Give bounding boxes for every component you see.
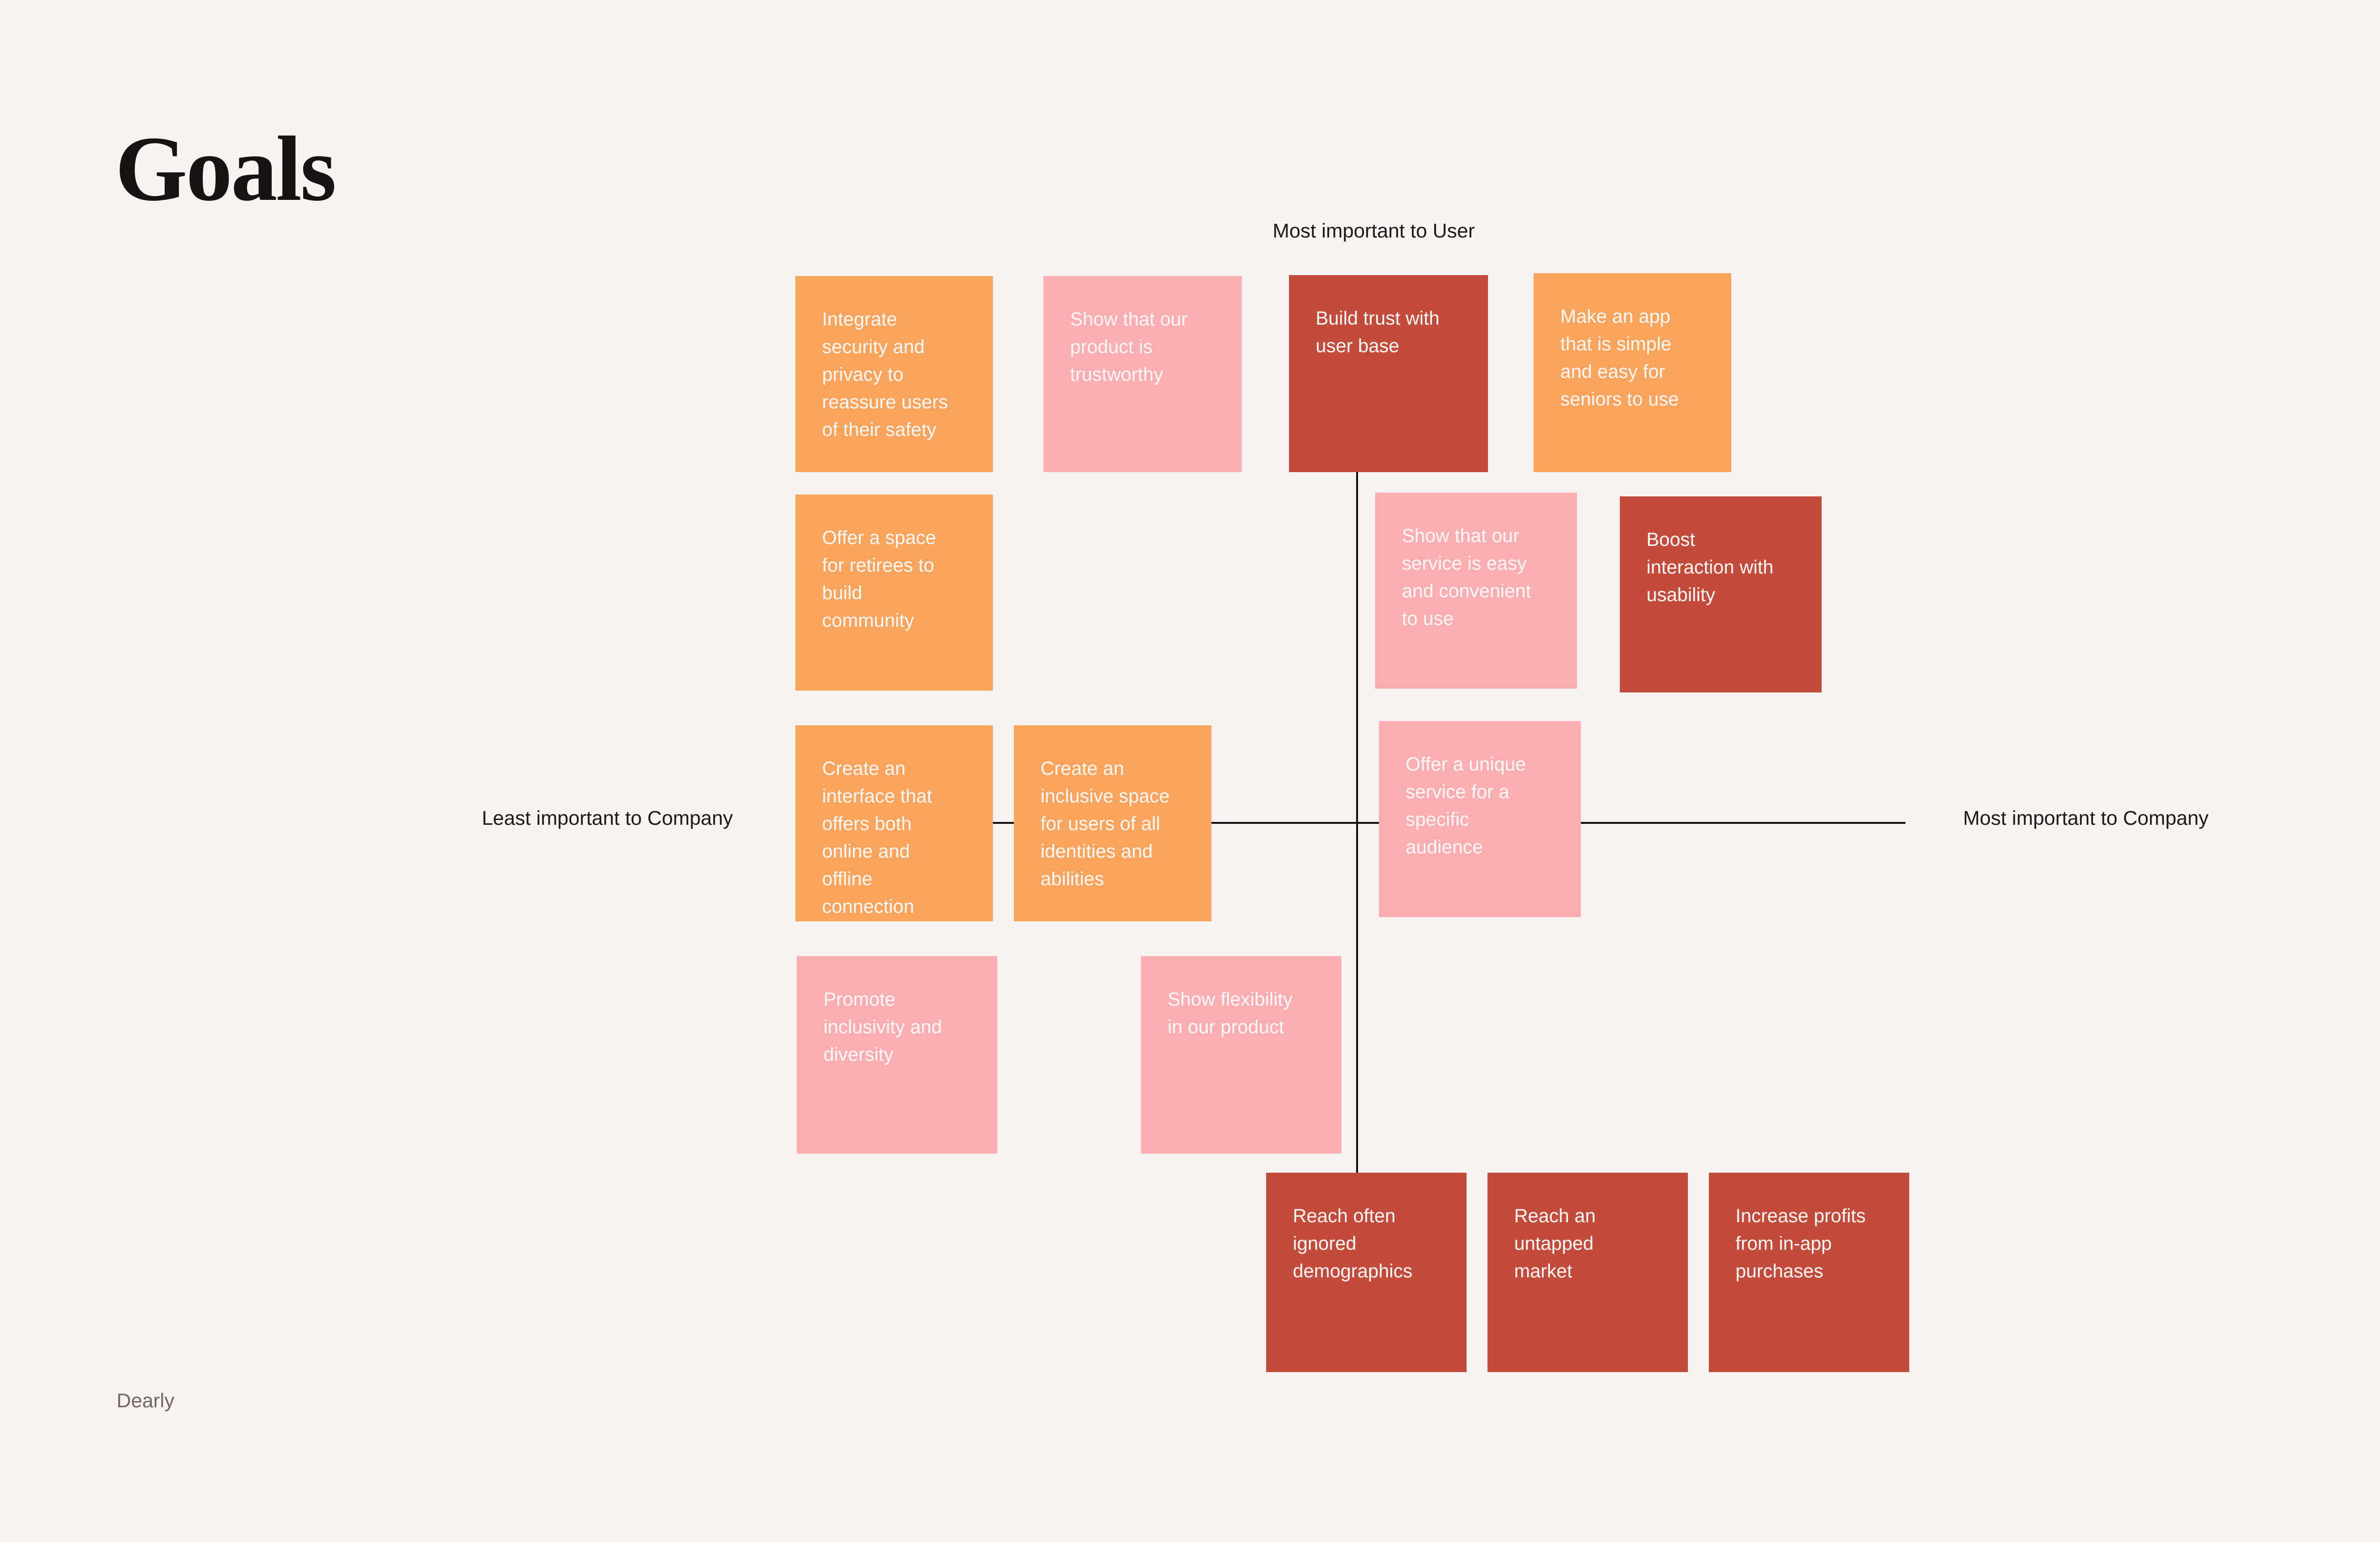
axis-label-most-important-to-user: Most important to User	[1272, 219, 1475, 242]
sticky-note[interactable]: Reach an untapped market	[1488, 1173, 1688, 1372]
sticky-note[interactable]: Integrate security and privacy to reassu…	[795, 276, 993, 472]
axis-label-least-important-to-company: Least important to Company	[482, 807, 733, 829]
sticky-note[interactable]: Create an interface that offers both onl…	[795, 725, 993, 921]
page-title: Goals	[115, 118, 337, 220]
sticky-note[interactable]: Reach often ignored demographics	[1266, 1173, 1467, 1372]
sticky-note[interactable]: Boost interaction with usability	[1620, 496, 1822, 692]
sticky-note[interactable]: Show that our service is easy and conven…	[1375, 493, 1577, 689]
sticky-note[interactable]: Promote inclusivity and diversity	[797, 956, 997, 1154]
sticky-note[interactable]: Offer a unique service for a specific au…	[1379, 721, 1581, 917]
sticky-note[interactable]: Offer a space for retirees to build comm…	[795, 494, 993, 691]
board-name: Dearly	[117, 1389, 175, 1412]
sticky-note[interactable]: Increase profits from in-app purchases	[1709, 1173, 1909, 1372]
sticky-note[interactable]: Show flexibility in our product	[1141, 956, 1341, 1154]
sticky-note[interactable]: Create an inclusive space for users of a…	[1014, 725, 1211, 921]
axis-label-most-important-to-company: Most important to Company	[1963, 807, 2209, 829]
sticky-note[interactable]: Build trust with user base	[1289, 275, 1488, 472]
horizontal-axis-line	[795, 822, 1905, 824]
sticky-note[interactable]: Make an app that is simple and easy for …	[1534, 273, 1731, 472]
sticky-note[interactable]: Show that our product is trustworthy	[1043, 276, 1242, 472]
